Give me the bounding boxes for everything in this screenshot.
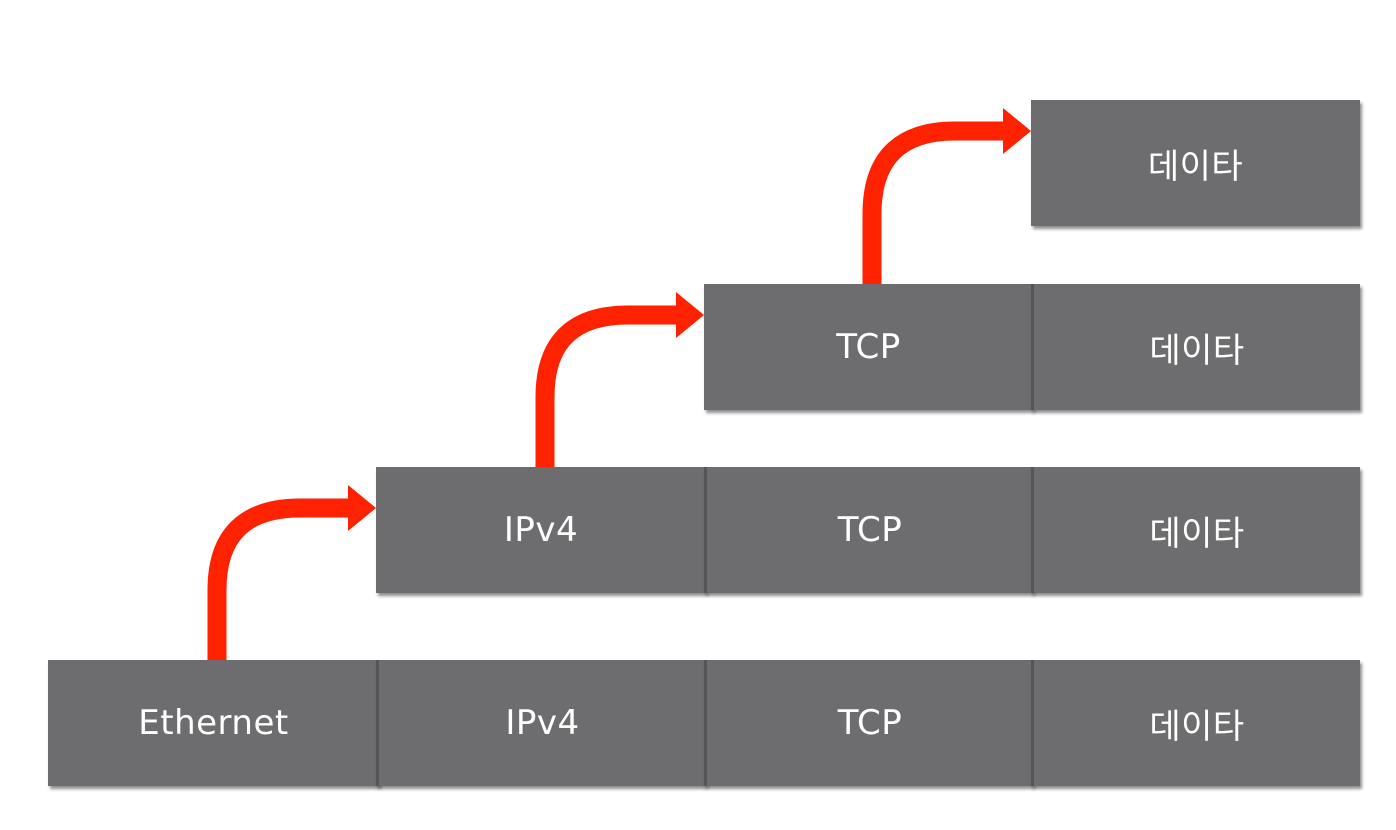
- row2-tcp-block: TCP: [704, 284, 1033, 410]
- row2-data-block: 데이타: [1031, 284, 1360, 410]
- row3-tcp-block: TCP: [704, 467, 1033, 593]
- row4-ipv4-block: IPv4: [376, 660, 706, 786]
- arrow-tcp-to-data: [862, 108, 1031, 284]
- row4-tcp-block: TCP: [704, 660, 1033, 786]
- row1-data-block: 데이타: [1031, 100, 1360, 226]
- row4-data-block: 데이타: [1031, 660, 1360, 786]
- row4-ethernet-block: Ethernet: [48, 660, 379, 786]
- arrow-ethernet-to-ipv4: [207, 485, 376, 660]
- arrow-ipv4-to-tcp: [535, 292, 704, 467]
- row3-ipv4-block: IPv4: [376, 467, 706, 593]
- row3-data-block: 데이타: [1031, 467, 1360, 593]
